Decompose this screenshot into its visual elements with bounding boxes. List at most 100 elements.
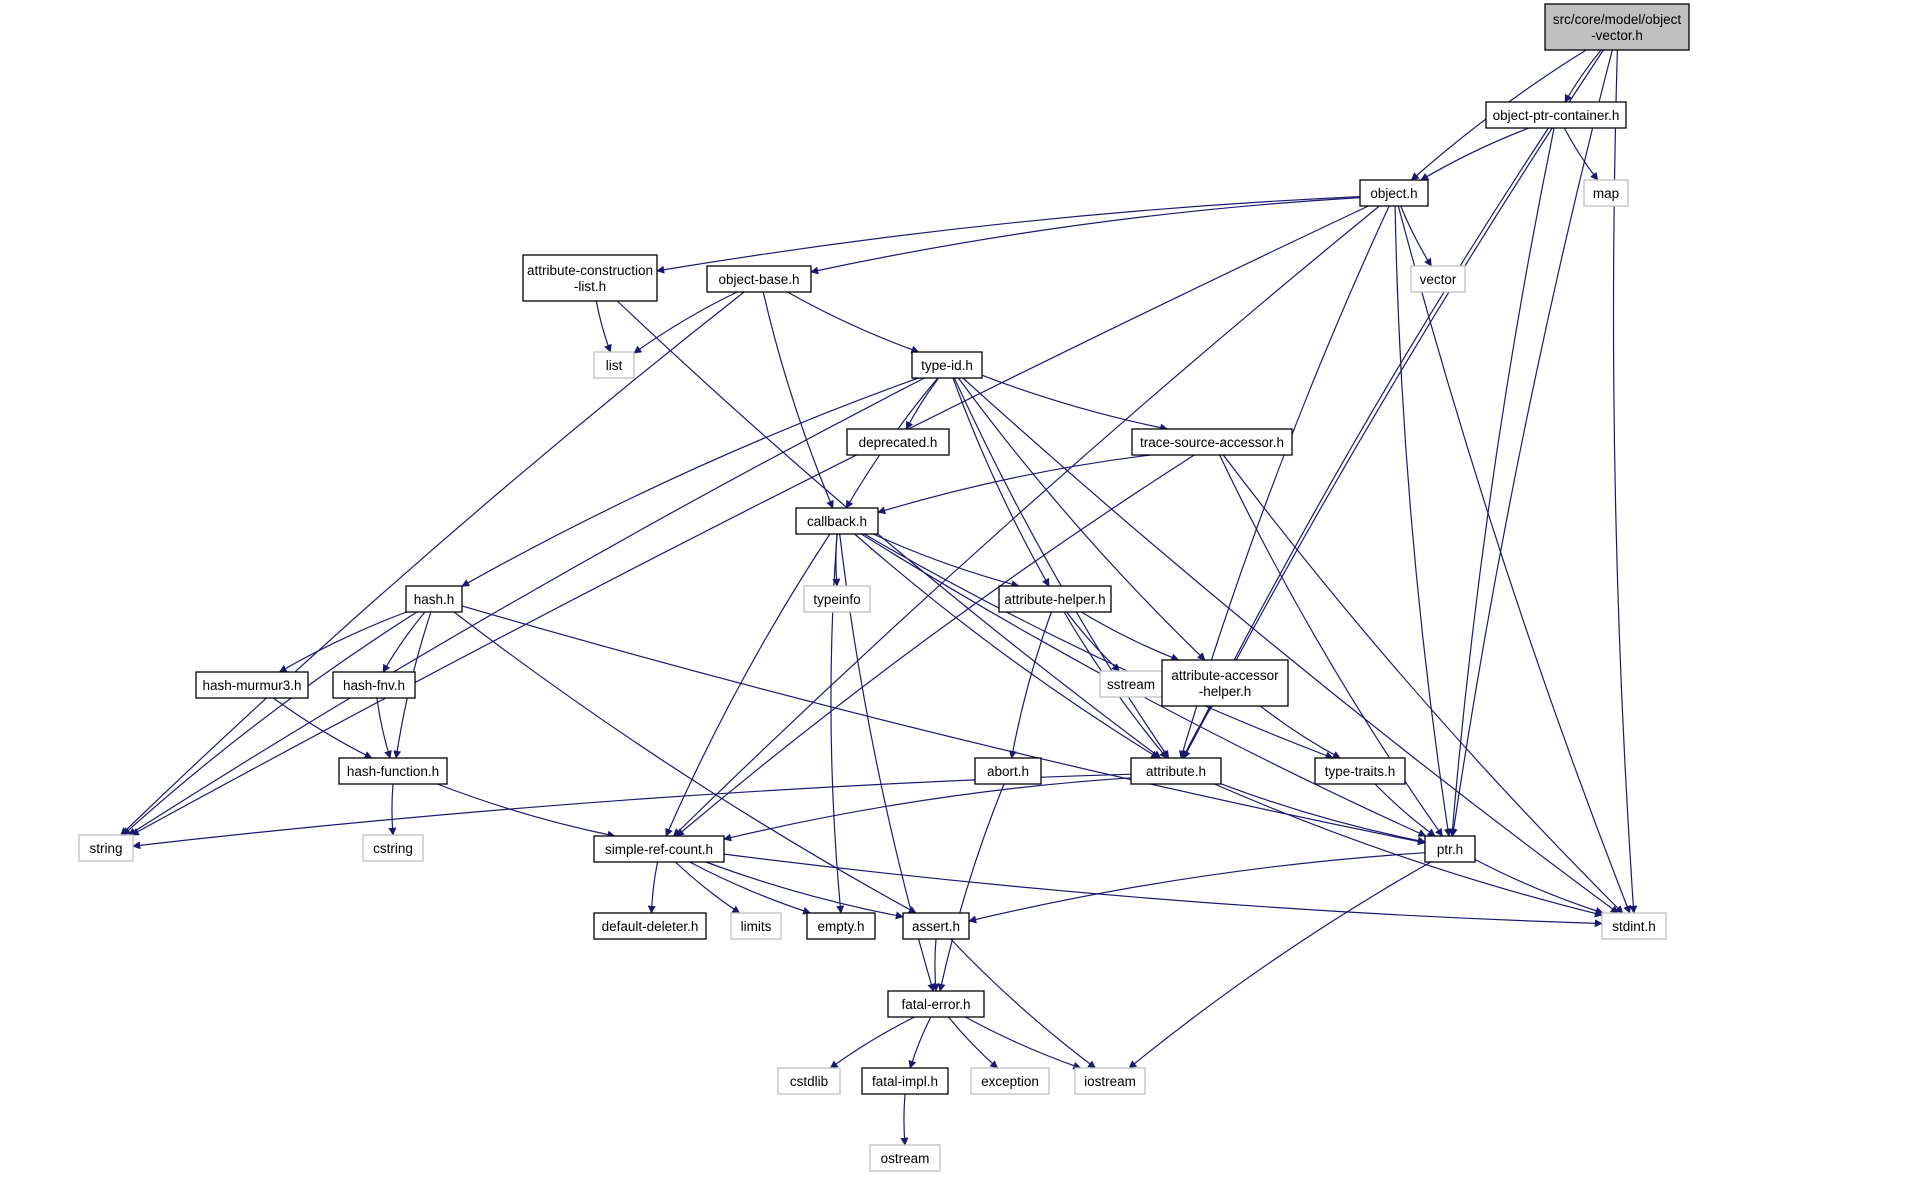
edge-object-to-simple-ref-count: [673, 205, 1380, 837]
edge-hash-function-to-cstring: [388, 783, 397, 836]
node-hash-function[interactable]: hash-function.h: [338, 757, 448, 785]
edge-attribute-helper-to-abort: [1008, 611, 1052, 759]
edge-hash-to-hash-fnv: [382, 611, 426, 673]
node-callback-label: callback.h: [807, 514, 867, 529]
edge-assert-to-fatal-error: [931, 938, 940, 992]
edge-root-to-attribute: [1183, 49, 1604, 759]
edge-ptr-to-assert: [968, 852, 1426, 924]
node-fatal-error[interactable]: fatal-error.h: [887, 990, 985, 1018]
edge-trace-source-accessor-to-simple-ref-count: [676, 454, 1195, 837]
node-hash-fnv[interactable]: hash-fnv.h: [332, 671, 416, 699]
node-attribute[interactable]: attribute.h: [1130, 757, 1222, 785]
edge-attribute-to-string: [132, 773, 1132, 850]
node-hash-murmur3[interactable]: hash-murmur3.h: [195, 671, 309, 699]
node-iostream-box: [1074, 1067, 1146, 1095]
node-ptr-label: ptr.h: [1437, 842, 1463, 857]
node-attr-construction-list-label: attribute-construction: [527, 263, 653, 278]
node-attribute-accessor-helper-box: [1161, 659, 1289, 707]
node-fatal-impl[interactable]: fatal-impl.h: [861, 1067, 949, 1095]
node-vector-label: vector: [1420, 272, 1457, 287]
node-simple-ref-count[interactable]: simple-ref-count.h: [593, 835, 725, 863]
node-empty-box: [806, 912, 876, 940]
node-attribute-accessor-helper[interactable]: attribute-accessor-helper.h: [1161, 659, 1289, 707]
edges-layer: [120, 49, 1638, 1146]
edge-hash-to-hash-murmur3: [278, 611, 407, 673]
node-attribute-accessor-helper-label: attribute-accessor: [1171, 668, 1279, 683]
node-hash-function-label: hash-function.h: [347, 764, 439, 779]
node-simple-ref-count-box: [593, 835, 725, 863]
node-stdint: stdint.h: [1601, 912, 1667, 940]
node-deprecated-box: [846, 428, 950, 456]
node-type-id-box: [911, 351, 983, 379]
node-type-traits-box: [1314, 757, 1406, 785]
node-list-label: list: [606, 358, 623, 373]
node-cstring: cstring: [362, 834, 424, 862]
edge-attribute-to-stdint: [1214, 783, 1603, 918]
nodes-layer: src/core/model/object-vector.h object-ptr…: [78, 3, 1690, 1172]
node-attr-construction-list[interactable]: attribute-construction-list.h: [522, 254, 658, 302]
edge-type-id-to-attribute-accessor-helper: [957, 377, 1206, 661]
node-abort[interactable]: abort.h: [974, 757, 1042, 785]
edge-callback-to-attribute: [854, 533, 1160, 759]
node-exception: exception: [970, 1067, 1050, 1095]
node-assert[interactable]: assert.h: [902, 912, 970, 940]
node-fatal-error-label: fatal-error.h: [901, 997, 970, 1012]
edge-object-base-to-string: [120, 291, 745, 836]
node-iostream: iostream: [1074, 1067, 1146, 1095]
node-hash-function-box: [338, 757, 448, 785]
edge-callback-to-type-traits: [863, 533, 1334, 760]
node-object-ptr-container-label: object-ptr-container.h: [1493, 108, 1620, 123]
edge-type-id-to-string: [127, 377, 925, 836]
node-hash-murmur3-label: hash-murmur3.h: [202, 678, 301, 693]
node-type-traits-label: type-traits.h: [1325, 764, 1396, 779]
node-string-label: string: [89, 841, 122, 856]
node-attr-construction-list-box: [522, 254, 658, 302]
node-default-deleter[interactable]: default-deleter.h: [593, 912, 707, 940]
node-attribute-helper[interactable]: attribute-helper.h: [998, 585, 1112, 613]
node-assert-label: assert.h: [912, 919, 960, 934]
node-deprecated[interactable]: deprecated.h: [846, 428, 950, 456]
edge-fatal-error-to-fatal-impl: [908, 1016, 932, 1069]
node-attribute-helper-label: attribute-helper.h: [1004, 592, 1105, 607]
node-root[interactable]: src/core/model/object-vector.h: [1544, 3, 1690, 51]
node-hash[interactable]: hash.h: [405, 585, 463, 613]
edge-trace-source-accessor-to-stdint: [1222, 454, 1624, 914]
node-object-ptr-container[interactable]: object-ptr-container.h: [1485, 101, 1627, 129]
edge-trace-source-accessor-to-callback: [877, 454, 1151, 515]
edge-object-base-to-list: [633, 291, 738, 354]
edge-hash-fnv-to-hash-function: [376, 697, 392, 759]
node-empty-label: empty.h: [817, 919, 864, 934]
edge-type-id-to-stdint: [962, 377, 1619, 914]
node-empty[interactable]: empty.h: [806, 912, 876, 940]
edge-type-id-to-attribute-helper: [952, 377, 1050, 587]
edge-object-ptr-container-to-object: [1420, 127, 1530, 181]
node-fatal-impl-box: [861, 1067, 949, 1095]
node-object[interactable]: object.h: [1359, 179, 1429, 207]
node-limits-label: limits: [741, 919, 772, 934]
node-fatal-impl-label: fatal-impl.h: [872, 1074, 938, 1089]
node-callback[interactable]: callback.h: [795, 507, 879, 535]
node-typeinfo: typeinfo: [803, 585, 871, 613]
node-exception-label: exception: [981, 1074, 1039, 1089]
node-type-traits[interactable]: type-traits.h: [1314, 757, 1406, 785]
node-ptr[interactable]: ptr.h: [1424, 835, 1476, 863]
edge-root-to-object-ptr-container: [1564, 49, 1602, 103]
node-object-ptr-container-box: [1485, 101, 1627, 129]
node-attribute-helper-box: [998, 585, 1112, 613]
node-deprecated-label: deprecated.h: [859, 435, 938, 450]
node-attribute-label: attribute.h: [1146, 764, 1206, 779]
node-abort-label: abort.h: [987, 764, 1029, 779]
node-ostream: ostream: [869, 1144, 941, 1172]
node-trace-source-accessor[interactable]: trace-source-accessor.h: [1131, 428, 1293, 456]
node-sstream-label: sstream: [1107, 677, 1155, 692]
edge-ptr-to-iostream: [1128, 861, 1432, 1069]
node-vector: vector: [1410, 265, 1466, 293]
edge-attribute-to-simple-ref-count: [723, 777, 1132, 842]
edge-object-ptr-container-to-ptr: [1448, 127, 1555, 837]
node-type-id[interactable]: type-id.h: [911, 351, 983, 379]
node-ostream-box: [869, 1144, 941, 1172]
node-cstdlib: cstdlib: [777, 1067, 841, 1095]
node-object-base[interactable]: object-base.h: [706, 265, 812, 293]
node-trace-source-accessor-box: [1131, 428, 1293, 456]
